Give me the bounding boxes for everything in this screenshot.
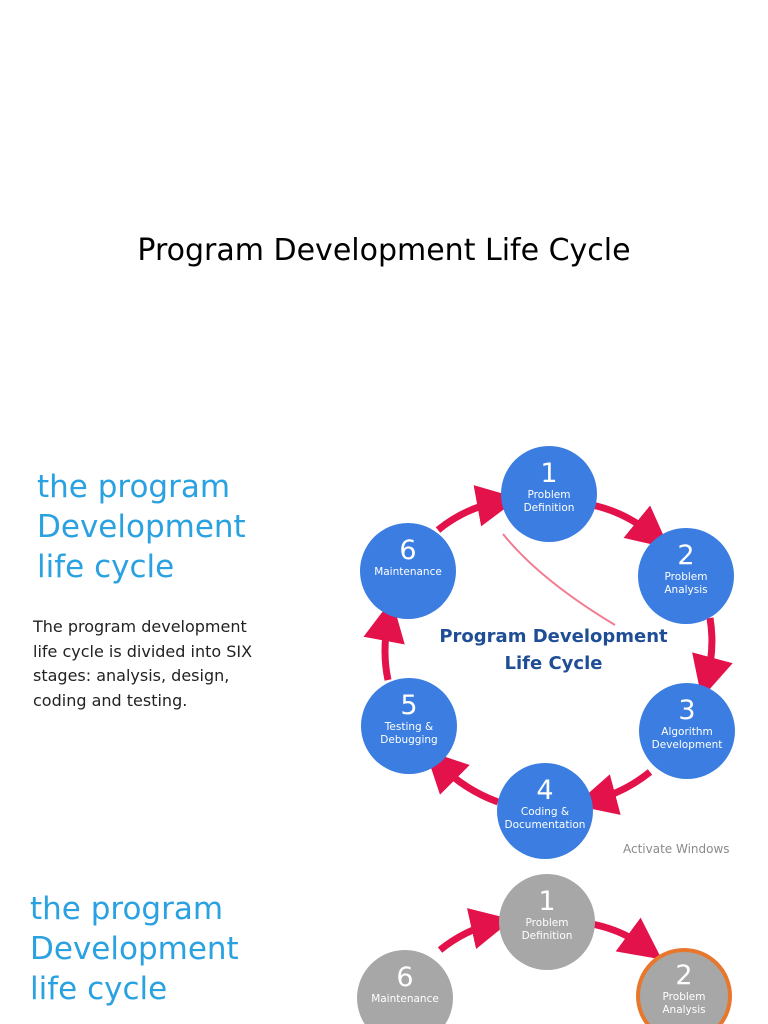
slide-heading: the program Development life cycle	[30, 889, 239, 1009]
stage-label: Problem Definition	[523, 489, 575, 514]
diagram-center-title: Program Development Life Cycle	[416, 623, 691, 677]
life-cycle-diagram: 1 Problem Definition 2 Problem Analysis …	[340, 872, 768, 1024]
stage-number: 4	[536, 775, 554, 806]
stage-label: Coding & Documentation	[504, 806, 586, 831]
heading-line: Development	[30, 931, 239, 967]
arrow-2-to-3	[692, 617, 733, 699]
stage-6-circle: 6 Maintenance	[357, 950, 453, 1024]
description-line: The program development	[33, 617, 247, 636]
heading-line: the program	[37, 469, 231, 505]
description-line: stages: analysis, design,	[33, 666, 230, 685]
stage-5-circle: 5 Testing & Debugging	[361, 678, 457, 774]
stage-label: Problem Definition	[521, 917, 573, 942]
stage-number: 2	[675, 960, 693, 991]
slide-image-2: the program Development life cycle 1 Pro…	[0, 872, 768, 1024]
cycle-arrows	[437, 908, 662, 960]
slide-description: The program development life cycle is di…	[33, 615, 303, 713]
stage-6-circle: 6 Maintenance	[360, 523, 456, 619]
stage-2-circle-highlighted: 2 Problem Analysis	[636, 948, 732, 1024]
stage-2-circle: 2 Problem Analysis	[638, 528, 734, 624]
stage-number: 3	[678, 695, 696, 726]
life-cycle-diagram: 1 Problem Definition 2 Problem Analysis …	[340, 440, 768, 865]
stage-1-circle: 1 Problem Definition	[501, 446, 597, 542]
arrow-3-to-4	[574, 769, 653, 815]
stage-label: Maintenance	[374, 566, 442, 578]
center-title-line: Life Cycle	[504, 653, 603, 674]
stage-number: 5	[400, 690, 418, 721]
stage-number: 6	[396, 962, 414, 993]
page-title: Program Development Life Cycle	[137, 233, 631, 268]
stage-4-circle: 4 Coding & Documentation	[497, 763, 593, 859]
slide-heading: the program Development life cycle	[37, 467, 246, 587]
slide-image-1: the program Development life cycle The p…	[0, 440, 768, 865]
arrow-1-to-2	[591, 917, 662, 960]
stage-label: Testing & Debugging	[380, 721, 438, 746]
description-line: life cycle is divided into SIX	[33, 641, 253, 661]
decorative-stroke	[502, 533, 616, 626]
stage-number: 2	[677, 540, 695, 571]
heading-line: life cycle	[37, 549, 175, 585]
stage-label: Algorithm Development	[651, 726, 723, 751]
stage-label: Problem Analysis	[664, 571, 708, 596]
arrow-1-to-2	[591, 501, 670, 549]
heading-line: life cycle	[30, 971, 168, 1007]
arrow-6-to-1	[435, 485, 519, 533]
cycle-arrows	[363, 485, 733, 815]
stage-label: Maintenance	[371, 993, 439, 1005]
heading-line: the program	[30, 891, 224, 927]
arrow-4-to-5	[425, 750, 500, 806]
stage-3-circle: 3 Algorithm Development	[639, 683, 735, 779]
stage-number: 1	[540, 458, 558, 489]
description-line: coding and testing.	[33, 690, 188, 710]
stage-number: 6	[399, 535, 417, 566]
heading-line: Development	[37, 509, 246, 545]
arrow-5-to-6	[363, 599, 405, 681]
activate-windows-watermark: Activate Windows	[623, 842, 730, 856]
stage-number: 1	[538, 886, 556, 917]
stage-1-circle: 1 Problem Definition	[499, 874, 595, 970]
arrow-6-to-1	[437, 908, 513, 953]
stage-label: Problem Analysis	[662, 991, 706, 1016]
center-title-line: Program Development	[439, 626, 668, 647]
